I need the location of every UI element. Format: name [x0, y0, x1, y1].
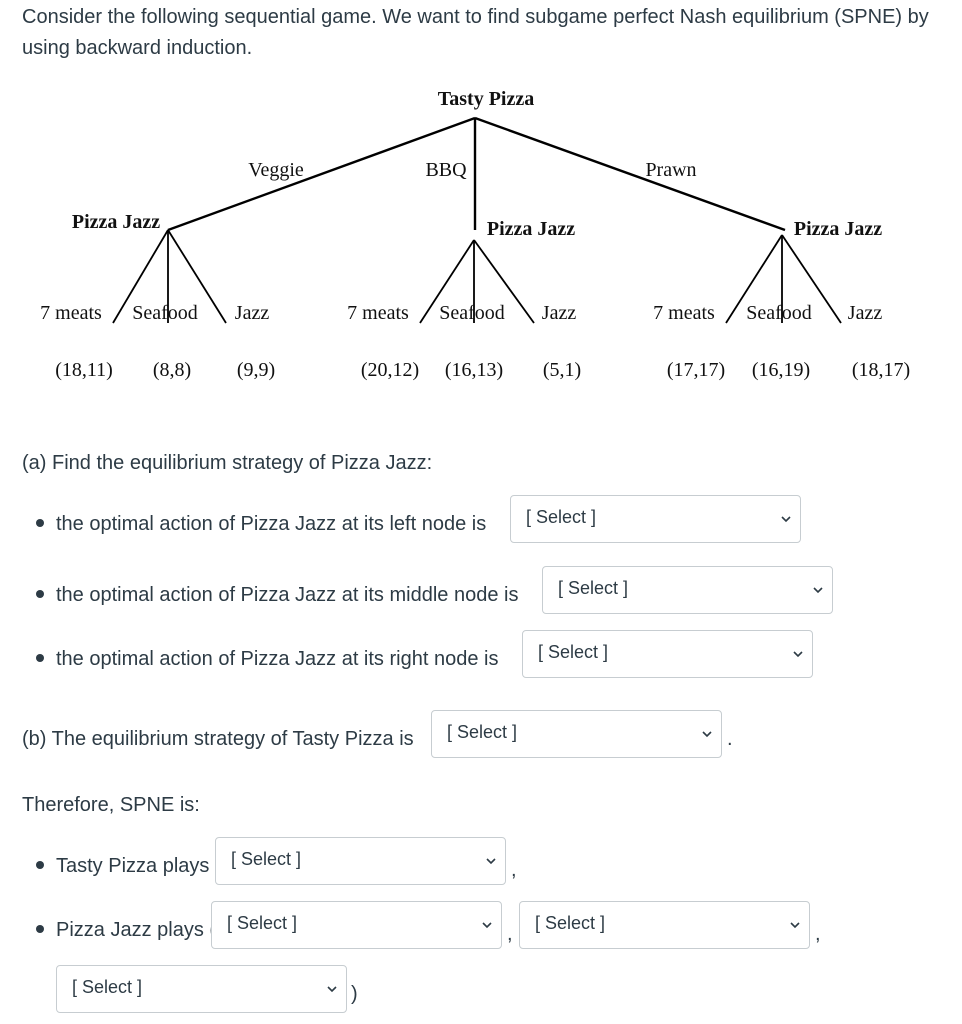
part-a-left-item: the optimal action of Pizza Jazz at its …: [36, 510, 486, 538]
root-player-label: Tasty Pizza: [438, 88, 534, 110]
left-action-seafood: Seafood: [132, 302, 198, 324]
action-prawn-label: Prawn: [645, 159, 696, 181]
spne-jazz-comma-1: ,: [507, 923, 513, 945]
right-node-player-label: Pizza Jazz: [794, 218, 882, 240]
branch-prawn: [474, 116, 786, 232]
bullet-dot: [36, 860, 44, 869]
part-a-right-text: the optimal action of Pizza Jazz at its …: [56, 648, 499, 670]
bullet-dot: [36, 518, 44, 527]
right-action-7meats: 7 meats: [653, 302, 715, 324]
chevron-down-icon: [486, 858, 496, 865]
left-branch-7meats: [112, 229, 169, 324]
select-placeholder: [ Select ]: [227, 913, 298, 933]
right-branch-jazz: [781, 234, 842, 324]
spne-jazz-item: Pizza Jazz plays (: [36, 916, 216, 944]
bullet-dot: [36, 653, 44, 662]
left-node-action-select[interactable]: [ Select ]: [510, 495, 801, 543]
spne-tasty-select[interactable]: [ Select ]: [215, 837, 506, 885]
part-b-period: .: [727, 728, 733, 750]
select-placeholder: [ Select ]: [558, 578, 629, 598]
right-payoff-7meats: (17,17): [667, 359, 725, 381]
left-action-7meats: 7 meats: [40, 302, 102, 324]
part-a-heading: (a) Find the equilibrium strategy of Piz…: [22, 452, 433, 474]
question-intro: Consider the following sequential game. …: [22, 6, 929, 59]
branch-veggie: [167, 116, 476, 232]
left-payoff-jazz: (9,9): [237, 359, 275, 381]
chevron-down-icon: [790, 922, 800, 929]
spne-jazz-left-select[interactable]: [ Select ]: [211, 901, 502, 949]
select-placeholder: [ Select ]: [526, 507, 597, 527]
middle-payoff-7meats: (20,12): [361, 359, 419, 381]
right-action-jazz: Jazz: [848, 302, 883, 324]
middle-action-jazz: Jazz: [542, 302, 577, 324]
action-bbq-label: BBQ: [425, 159, 467, 181]
left-payoff-7meats: (18,11): [55, 359, 113, 381]
middle-node-action-select[interactable]: [ Select ]: [542, 566, 833, 614]
bullet-dot: [36, 924, 44, 933]
action-veggie-label: Veggie: [248, 159, 304, 181]
part-a-middle-text: the optimal action of Pizza Jazz at its …: [56, 584, 519, 606]
left-node-player-label: Pizza Jazz: [72, 211, 160, 233]
left-action-jazz: Jazz: [235, 302, 270, 324]
middle-payoff-jazz: (5,1): [543, 359, 581, 381]
select-placeholder: [ Select ]: [231, 849, 302, 869]
middle-payoff-seafood: (16,13): [445, 359, 503, 381]
right-branch-7meats: [725, 234, 783, 324]
left-payoff-seafood: (8,8): [153, 359, 191, 381]
chevron-down-icon: [813, 587, 823, 594]
part-b-text: (b) The equilibrium strategy of Tasty Pi…: [22, 728, 414, 750]
chevron-down-icon: [482, 922, 492, 929]
chevron-down-icon: [781, 516, 791, 523]
right-payoff-jazz: (18,17): [852, 359, 910, 381]
select-placeholder: [ Select ]: [72, 977, 143, 997]
chevron-down-icon: [702, 731, 712, 738]
tasty-pizza-strategy-select[interactable]: [ Select ]: [431, 710, 722, 758]
middle-action-seafood: Seafood: [439, 302, 505, 324]
chevron-down-icon: [327, 986, 337, 993]
spne-jazz-comma-2: ,: [815, 923, 821, 945]
spne-jazz-right-select[interactable]: [ Select ]: [56, 965, 347, 1013]
select-placeholder: [ Select ]: [535, 913, 606, 933]
middle-branch-7meats: [419, 239, 475, 324]
spne-tasty-comma: ,: [511, 859, 517, 881]
right-action-seafood: Seafood: [746, 302, 812, 324]
part-a-right-item: the optimal action of Pizza Jazz at its …: [36, 645, 498, 673]
part-a-middle-item: the optimal action of Pizza Jazz at its …: [36, 581, 518, 609]
part-a-left-text: the optimal action of Pizza Jazz at its …: [56, 513, 487, 535]
middle-branch-jazz: [473, 239, 535, 324]
spne-tasty-item: Tasty Pizza plays: [36, 852, 209, 880]
right-node-action-select[interactable]: [ Select ]: [522, 630, 813, 678]
game-tree-diagram: Tasty Pizza Veggie BBQ Prawn Pizza Jazz …: [40, 88, 910, 381]
spne-jazz-text: Pizza Jazz plays (: [56, 919, 217, 941]
select-placeholder: [ Select ]: [447, 722, 518, 742]
chevron-down-icon: [793, 651, 803, 658]
select-placeholder: [ Select ]: [538, 642, 609, 662]
spne-jazz-close-paren: ): [351, 983, 358, 1005]
spne-jazz-middle-select[interactable]: [ Select ]: [519, 901, 810, 949]
spne-heading: Therefore, SPNE is:: [22, 794, 200, 816]
spne-tasty-text: Tasty Pizza plays: [56, 855, 210, 877]
left-branch-jazz: [167, 229, 227, 324]
middle-action-7meats: 7 meats: [347, 302, 409, 324]
right-payoff-seafood: (16,19): [752, 359, 810, 381]
bullet-dot: [36, 589, 44, 598]
middle-node-player-label: Pizza Jazz: [487, 218, 575, 240]
